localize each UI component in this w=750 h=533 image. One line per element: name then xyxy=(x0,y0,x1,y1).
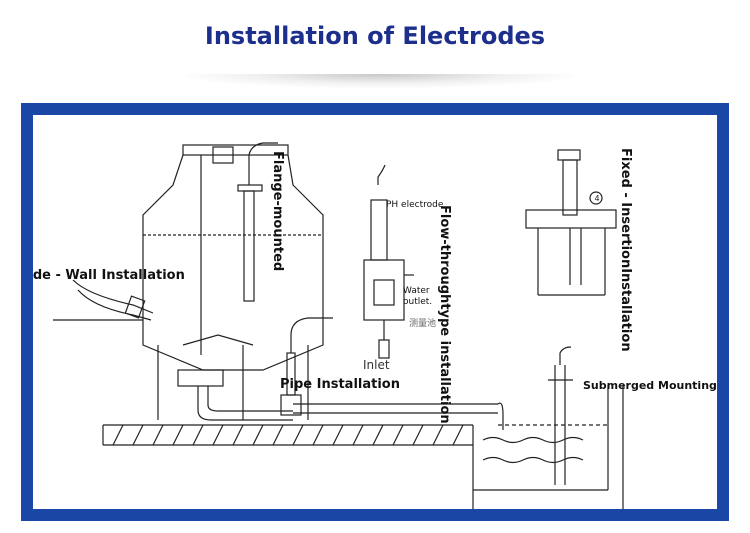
flange-mounted-label: Flange-mounted xyxy=(270,151,285,272)
side-wall-electrode xyxy=(53,279,154,321)
ph-electrode-label: PH electrode xyxy=(386,200,444,210)
diagram-panel: 4 Side - Wall Installation Flange-mounte… xyxy=(33,115,717,509)
submerged-mounting-label: Submerged Mounting xyxy=(583,379,717,392)
fixed-insertion-assembly xyxy=(525,149,617,296)
water-outlet-label-2: outlet. xyxy=(403,297,433,307)
page-title: Installation of Electrodes xyxy=(204,22,546,50)
submerged-tank xyxy=(473,346,624,509)
marker-4: 4 xyxy=(594,194,599,203)
installation-drawing: 4 xyxy=(53,142,624,509)
flow-through-line-2: type installation xyxy=(437,303,452,424)
flow-through-label: Flow-throughtype installation xyxy=(437,205,452,424)
fixed-insertion-line-2: Installation xyxy=(618,268,633,352)
fixed-insertion-line-1: Fixed - Insertion xyxy=(618,148,633,269)
title-underline-shadow xyxy=(185,74,575,88)
inlet-label: Inlet xyxy=(363,358,390,372)
water-outlet-label-1: Water xyxy=(403,286,430,296)
flow-through-cell xyxy=(363,164,414,359)
flange-electrode xyxy=(237,142,278,302)
fixed-insertion-label: Fixed - InsertionInstallation xyxy=(618,148,633,352)
pipe-installation-label: Pipe Installation xyxy=(280,377,400,392)
side-wall-installation-label: Side - Wall Installation xyxy=(33,268,185,283)
vessel-tank xyxy=(142,144,324,421)
pipe-line xyxy=(280,317,504,430)
ground-floor xyxy=(102,424,474,509)
flow-through-line-1: Flow-through xyxy=(437,205,452,304)
measuring-pool-label: 测量池 xyxy=(409,319,437,329)
